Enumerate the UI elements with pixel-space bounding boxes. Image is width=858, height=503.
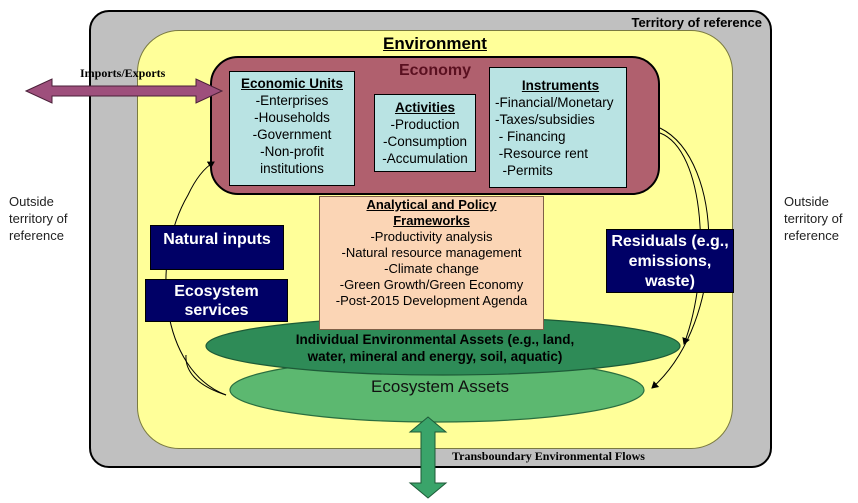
instruments-title: Instruments: [521, 78, 600, 93]
ecosystem-services-line2: services: [184, 302, 249, 319]
instrument-item: -Permits: [495, 163, 553, 178]
transboundary-flows-label: Transboundary Environmental Flows: [452, 449, 645, 463]
activity-item: -Production: [390, 117, 460, 132]
framework-item: -Green Growth/Green Economy: [339, 277, 524, 292]
outside-left-line: Outside: [9, 194, 54, 209]
economic-unit-item: -Government: [252, 127, 332, 142]
activities-box: Activities -Production -Consumption -Acc…: [374, 94, 476, 172]
individual-environmental-assets-label: Individual Environmental Assets (e.g., l…: [260, 331, 610, 365]
instruments-box: Instruments -Financial/Monetary -Taxes/s…: [489, 67, 627, 188]
activity-item: -Consumption: [382, 134, 468, 149]
instrument-item: -Financial/Monetary: [495, 95, 614, 110]
framework-item: -Natural resource management: [341, 245, 522, 260]
residuals-line1: Residuals (e.g.,: [611, 233, 729, 250]
outside-left-line: territory of: [9, 211, 68, 226]
framework-item: -Post-2015 Development Agenda: [335, 293, 528, 308]
outside-territory-left-label: Outside territory of reference: [9, 193, 68, 244]
outside-right-line: reference: [784, 228, 839, 243]
frameworks-title-line2: Frameworks: [393, 213, 470, 228]
activity-item: -Accumulation: [382, 151, 468, 166]
environment-label: Environment: [383, 34, 487, 53]
economic-units-box: Economic Units -Enterprises -Households …: [229, 71, 355, 186]
outside-territory-right-label: Outside territory of reference: [784, 193, 843, 244]
outside-left-line: reference: [9, 228, 64, 243]
framework-item: -Climate change: [384, 261, 479, 276]
frameworks-title-line1: Analytical and Policy: [366, 197, 497, 212]
instrument-item: - Financing: [495, 129, 566, 144]
transboundary-double-arrow: [408, 416, 448, 499]
imports-exports-double-arrow: [24, 78, 224, 104]
ecosystem-assets-label: Ecosystem Assets: [371, 377, 509, 396]
ecosystem-services-flow-line: [185, 354, 227, 396]
economic-unit-item: institutions: [260, 161, 324, 176]
instrument-item: -Taxes/subsidies: [495, 112, 595, 127]
activities-title: Activities: [394, 100, 456, 115]
economy-label: Economy: [398, 62, 471, 79]
framework-item: -Productivity analysis: [370, 229, 493, 244]
ecosystem-services-line1: Ecosystem: [174, 283, 259, 300]
residuals-label: Residuals (e.g., emissions, waste): [606, 229, 734, 293]
individual-assets-line2: water, mineral and energy, soil, aquatic…: [307, 349, 563, 364]
outside-right-line: Outside: [784, 194, 829, 209]
residuals-line3: waste): [645, 273, 695, 290]
outside-right-line: territory of: [784, 211, 843, 226]
individual-assets-line1: Individual Environmental Assets (e.g., l…: [295, 332, 575, 347]
ecosystem-services-label: Ecosystem services: [145, 279, 288, 322]
analytical-policy-frameworks-box: Analytical and Policy Frameworks -Produc…: [319, 196, 544, 330]
economic-unit-item: -Non-profit: [260, 144, 324, 159]
residuals-flow-arrow-upper: [659, 132, 702, 345]
imports-exports-label: Imports/Exports: [80, 66, 166, 80]
instrument-item: -Resource rent: [495, 146, 589, 161]
natural-inputs-label: Natural inputs: [150, 225, 284, 270]
economic-unit-item: -Households: [254, 110, 330, 125]
residuals-line2: emissions,: [628, 253, 712, 270]
territory-of-reference-label: Territory of reference: [631, 15, 762, 30]
economic-unit-item: -Enterprises: [255, 93, 329, 108]
economic-units-title: Economic Units: [240, 76, 343, 91]
